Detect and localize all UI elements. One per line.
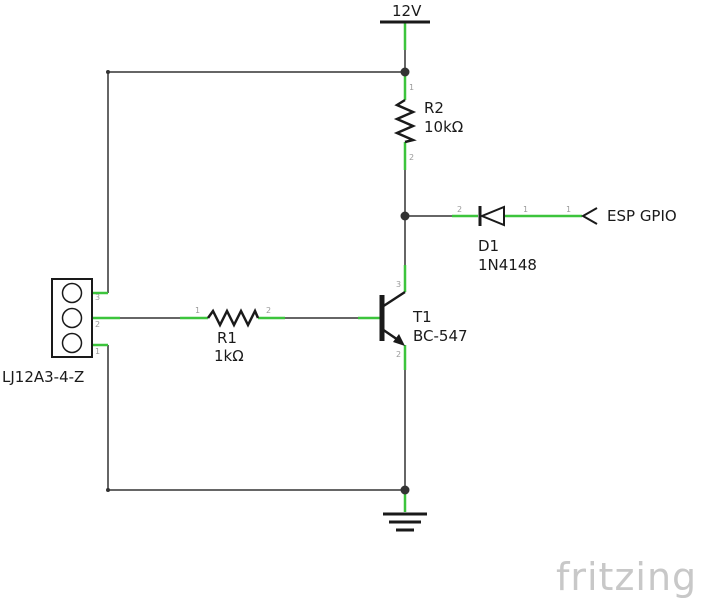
d1-value: 1N4148	[478, 256, 537, 274]
r1-pin-a: 1	[195, 306, 200, 315]
r2-ref: R2	[424, 99, 444, 117]
sensor-connector: 3 2 1 LJ12A3-4-Z	[2, 278, 100, 386]
d1-pin-b: 1	[523, 205, 528, 214]
d1-triangle	[479, 205, 505, 227]
t1-ref: T1	[412, 308, 432, 326]
r2-value: 10kΩ	[424, 118, 463, 136]
t1-emitter-arrow	[393, 334, 405, 346]
t1-value: BC-547	[413, 327, 468, 345]
ground-symbol	[383, 512, 427, 532]
resistor-r2: R2 10kΩ 1 2	[393, 83, 463, 162]
esp-label: ESP GPIO	[607, 207, 677, 225]
esp-pin: 1	[566, 205, 571, 214]
r1-value: 1kΩ	[214, 347, 244, 365]
d1-ref: D1	[478, 237, 499, 255]
esp-port-arrow	[580, 207, 598, 225]
esp-gpio-port: ESP GPIO 1	[566, 205, 677, 225]
connector-pin-1: 1	[95, 347, 100, 356]
t1-collector-leg	[381, 290, 406, 309]
power-label: 12V	[392, 2, 422, 20]
r2-pin-b: 2	[409, 153, 414, 162]
connector-pin-3: 3	[95, 293, 100, 302]
t1-pin-e: 2	[396, 350, 401, 359]
diode-d1: D1 1N4148 2 1	[457, 205, 537, 274]
junctions	[106, 67, 410, 495]
junction-top	[400, 67, 410, 77]
fritzing-logo: fritzing	[556, 555, 697, 599]
pin-stubs	[92, 22, 582, 512]
connector-hole-1	[61, 332, 83, 354]
r1-ref: R1	[217, 329, 237, 347]
r1-pin-b: 2	[266, 306, 271, 315]
junction-collector	[400, 211, 410, 221]
connector-hole-2	[61, 307, 83, 329]
connector-ref: LJ12A3-4-Z	[2, 368, 84, 386]
resistor-r1: R1 1kΩ 1 2	[195, 306, 271, 365]
wires	[107, 50, 452, 491]
transistor-t1: T1 BC-547 3 2	[379, 280, 468, 359]
junction-ground	[400, 485, 410, 495]
d1-pin-a: 2	[457, 205, 462, 214]
connector-pin-2: 2	[95, 320, 100, 329]
power-symbol: 12V	[380, 2, 430, 24]
r1-zigzag	[206, 308, 260, 328]
r2-pin-a: 1	[409, 83, 414, 92]
connector-hole-3	[61, 282, 83, 304]
t1-pin-c: 3	[396, 280, 401, 289]
r2-zigzag	[393, 98, 417, 144]
